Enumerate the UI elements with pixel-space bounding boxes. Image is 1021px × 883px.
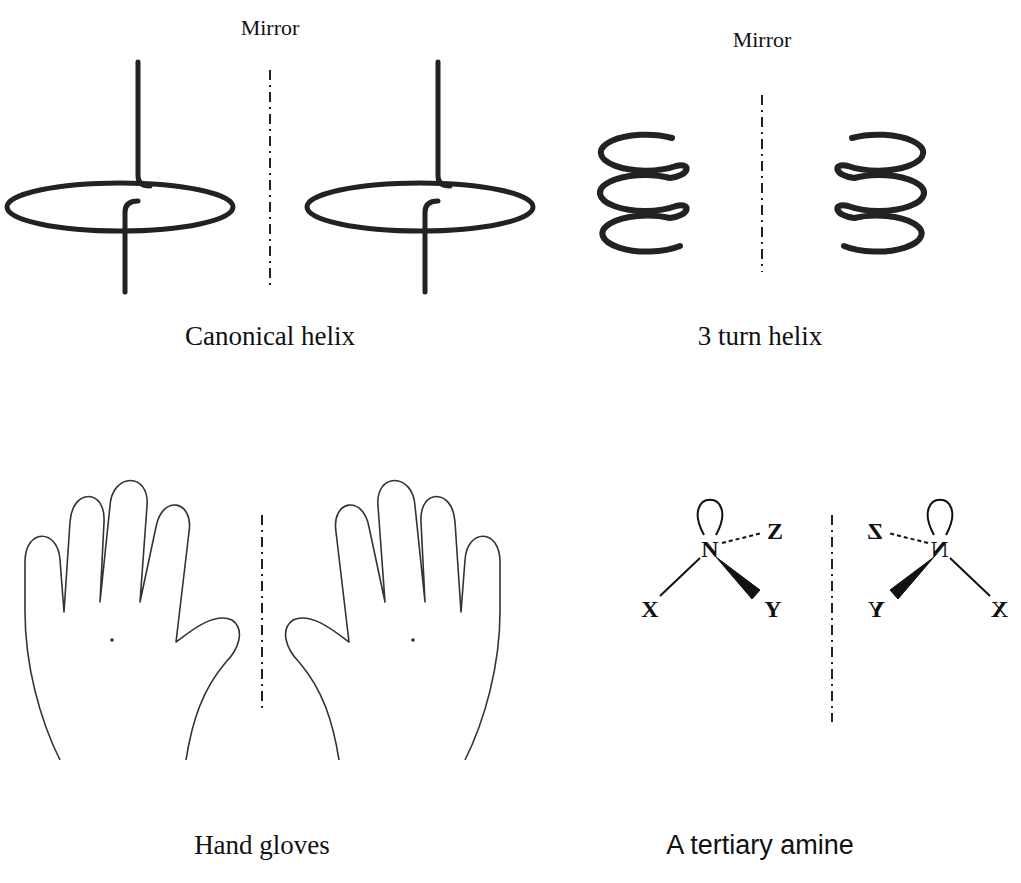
amine-bonds [660,500,762,599]
atom-label: Z [767,519,783,543]
atom-label: Y [868,597,885,621]
caption: Canonical helix [185,323,355,350]
caption: 3 turn helix [698,323,822,350]
atom-label: X [991,597,1008,621]
caption: Hand gloves [194,832,330,859]
three-turn-helix [600,135,687,252]
canonical-helix [7,62,233,292]
mirror-label: Mirror [241,17,300,39]
atom-label: Z [867,519,883,543]
caption: A tertiary amine [666,832,854,859]
atom-label: Y [764,597,781,621]
atom-label: N [701,537,718,561]
atom-label: N [931,537,948,561]
hand-outline [25,481,239,761]
atom-label: X [641,597,658,621]
mirror-label: Mirror [733,29,792,51]
